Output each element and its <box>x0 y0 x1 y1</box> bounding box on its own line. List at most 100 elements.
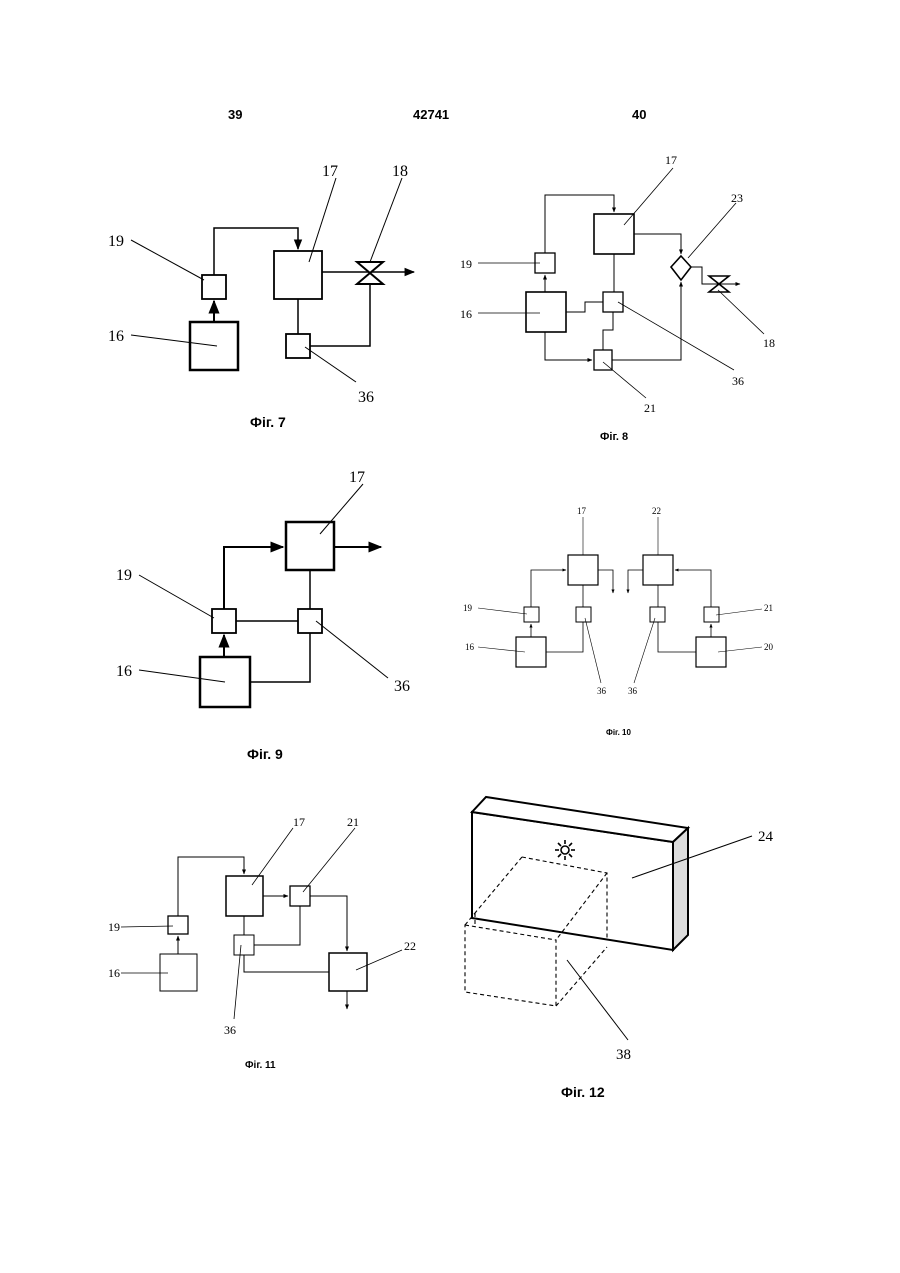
fig10-leader-36-left <box>585 618 601 683</box>
fig12-label-24: 24 <box>758 829 774 845</box>
fig8-caption: Фіг. 8 <box>600 431 628 443</box>
fig7-leader-19 <box>131 240 204 280</box>
fig10-label-17: 17 <box>577 506 587 516</box>
fig10-line-19-17 <box>531 570 566 607</box>
fig10-block-20 <box>696 637 726 667</box>
fig10-line-22-output <box>628 570 643 593</box>
patent-number: 42741 <box>413 107 449 122</box>
fig9-leader-19 <box>139 575 214 618</box>
fig8-label-23: 23 <box>731 191 743 205</box>
fig11-label-17: 17 <box>293 815 305 829</box>
fig8-label-17: 17 <box>665 153 677 167</box>
fig8-block-36 <box>603 292 623 312</box>
fig11-label-36: 36 <box>224 1023 236 1037</box>
fig10-block-36-right <box>650 607 665 622</box>
fig7-block-19 <box>202 275 226 299</box>
fig10-block-21 <box>704 607 719 622</box>
fig10-leader-19 <box>478 608 527 614</box>
fig8-leader-18 <box>718 290 764 334</box>
fig11-block-22 <box>329 953 367 991</box>
fig9-label-19: 19 <box>116 567 132 584</box>
fig10-label-20: 20 <box>764 642 774 652</box>
fig9-leader-17 <box>320 484 363 534</box>
fig9-line-16-36 <box>250 633 310 682</box>
fig11-block-21 <box>290 886 310 906</box>
fig10-block-17 <box>568 555 598 585</box>
fig9-block-19 <box>212 609 236 633</box>
fig8-label-36: 36 <box>732 374 744 388</box>
fig11-line-36-22 <box>244 955 329 972</box>
fig7-label-19: 19 <box>108 233 124 250</box>
fig12-label-38: 38 <box>616 1047 631 1063</box>
fig10-label-19: 19 <box>463 603 473 613</box>
page-number-left: 39 <box>228 107 242 122</box>
fig12-lamp-icon <box>555 840 575 860</box>
fig10-label-36-left: 36 <box>597 686 607 696</box>
fig8-leader-21 <box>603 362 646 398</box>
fig7-block-36 <box>286 334 310 358</box>
fig7-label-36: 36 <box>358 389 374 406</box>
figure-8: 17 23 19 16 18 36 21 Фіг. 8 <box>460 153 775 443</box>
fig10-label-36-right: 36 <box>628 686 638 696</box>
fig11-line-21-22 <box>310 896 347 951</box>
fig10-block-36-left <box>576 607 591 622</box>
fig10-leader-36-right <box>634 618 655 683</box>
fig8-leader-23 <box>688 203 736 258</box>
fig8-label-19: 19 <box>460 257 472 271</box>
fig9-line-19-17 <box>224 547 283 609</box>
fig8-label-18: 18 <box>763 336 775 350</box>
fig10-block-16 <box>516 637 546 667</box>
fig10-line-21-22 <box>675 570 711 607</box>
fig10-caption: Фіг. 10 <box>606 728 631 737</box>
fig10-label-16: 16 <box>465 642 475 652</box>
fig8-element-23 <box>671 256 691 280</box>
fig9-label-16: 16 <box>116 663 132 680</box>
fig10-line-17-output <box>598 570 613 593</box>
figure-10: 17 22 19 16 21 20 36 36 Фіг. 10 <box>463 506 774 737</box>
fig10-label-22: 22 <box>652 506 661 516</box>
fig7-block-17 <box>274 251 322 299</box>
figure-7: 17 18 19 16 36 Фіг. 7 <box>108 163 414 430</box>
fig11-leader-36 <box>234 945 241 1019</box>
fig8-line-16-21 <box>545 332 592 360</box>
fig7-leader-17 <box>309 178 336 262</box>
fig7-caption: Фіг. 7 <box>250 414 286 430</box>
fig7-leader-18 <box>370 178 402 262</box>
fig9-leader-36 <box>316 621 388 678</box>
page-header: 39 42741 40 <box>228 107 646 122</box>
fig12-panel-24-side <box>673 828 688 950</box>
fig10-label-21: 21 <box>764 603 773 613</box>
fig9-block-36 <box>298 609 322 633</box>
fig11-caption: Фіг. 11 <box>245 1060 276 1071</box>
fig8-line-16-36 <box>566 302 603 312</box>
page-number-right: 40 <box>632 107 646 122</box>
fig7-leader-36 <box>305 347 356 382</box>
fig8-label-21: 21 <box>644 401 656 415</box>
fig11-block-17 <box>226 876 263 916</box>
fig10-line-16-36-left <box>546 622 583 652</box>
fig11-label-19: 19 <box>108 920 120 934</box>
fig7-valve-18 <box>357 262 383 284</box>
fig11-leader-21 <box>303 828 355 892</box>
fig11-label-21: 21 <box>347 815 359 829</box>
fig12-caption: Фіг. 12 <box>561 1084 605 1100</box>
fig11-leader-17 <box>252 828 293 885</box>
fig11-leader-19 <box>121 926 173 927</box>
fig11-label-22: 22 <box>404 939 416 953</box>
fig8-leader-17 <box>624 168 673 225</box>
fig11-block-16 <box>160 954 197 991</box>
fig9-label-17: 17 <box>349 469 365 486</box>
fig9-caption: Фіг. 9 <box>247 746 283 762</box>
fig9-label-36: 36 <box>394 678 410 695</box>
fig7-label-16: 16 <box>108 328 124 345</box>
fig8-block-16 <box>526 292 566 332</box>
fig11-block-19 <box>168 916 188 934</box>
fig11-label-16: 16 <box>108 966 120 980</box>
fig9-block-17 <box>286 522 334 570</box>
fig8-line-17-23 <box>634 234 681 254</box>
fig12-leader-38 <box>567 960 628 1040</box>
fig7-label-18: 18 <box>392 163 408 180</box>
figure-12: 24 38 Фіг. 12 <box>465 797 774 1100</box>
fig8-label-16: 16 <box>460 307 472 321</box>
